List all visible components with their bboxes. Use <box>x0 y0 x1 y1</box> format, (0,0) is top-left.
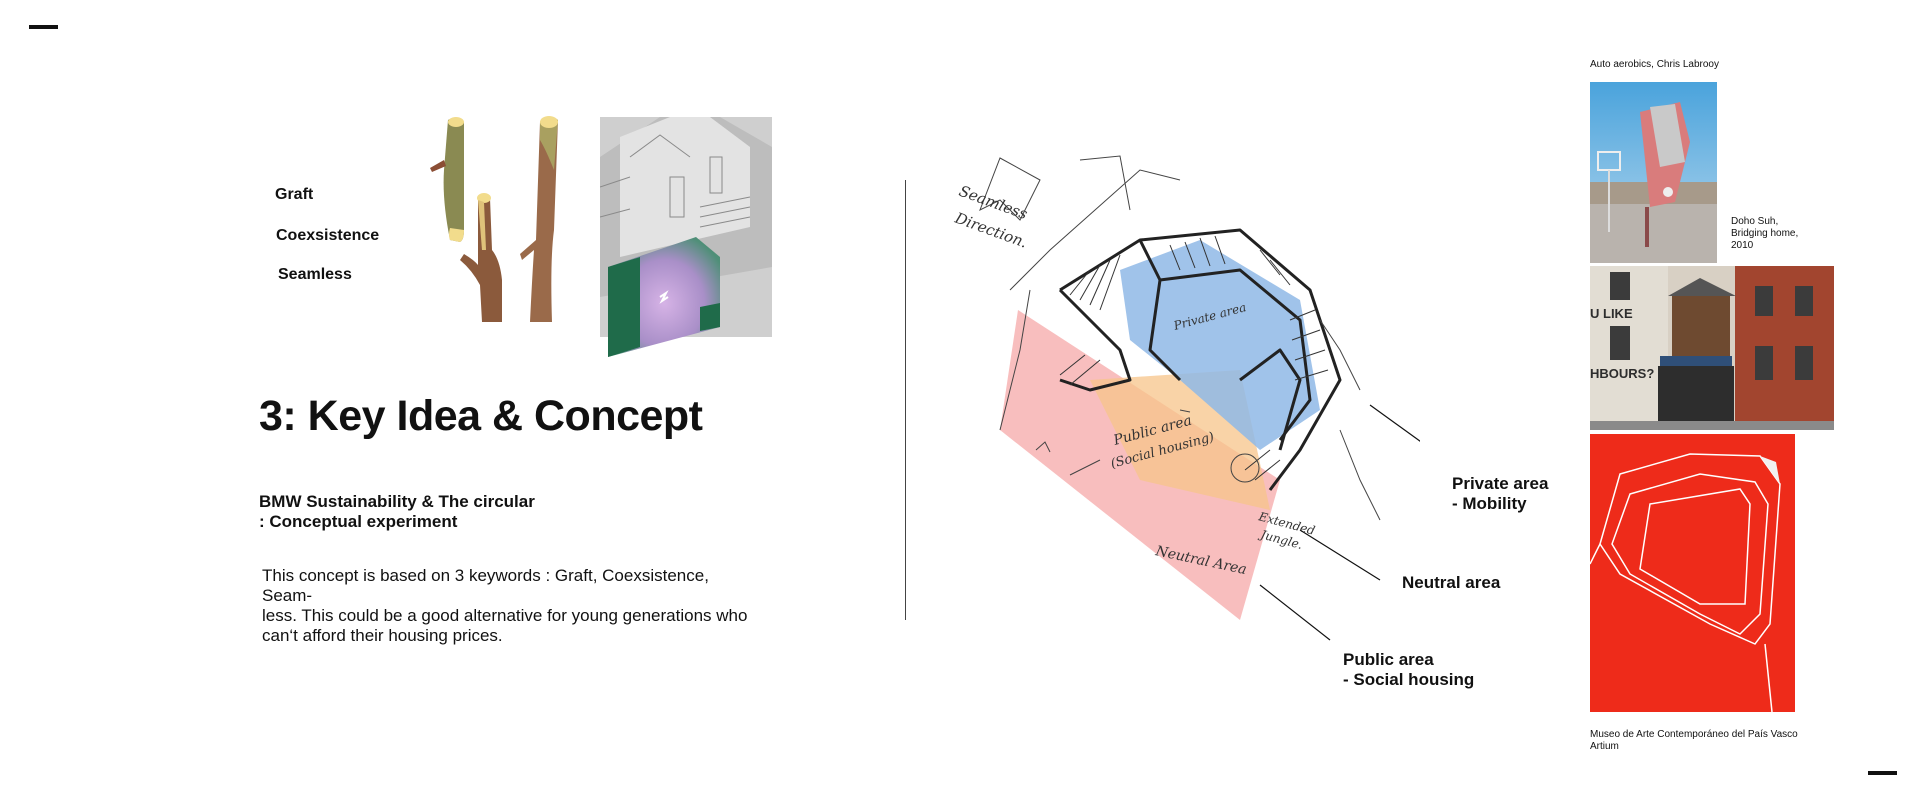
keyword-graft: Graft <box>275 186 314 203</box>
description-line-3: can‘t afford their housing prices. <box>262 626 503 645</box>
keyword-seamless: Seamless <box>278 266 352 283</box>
description-line-2: less. This could be a good alternative f… <box>262 606 748 625</box>
caption-doho-suh-line-1: Doho Suh, <box>1731 216 1779 227</box>
corner-dash-bottom-right <box>1868 771 1897 775</box>
photo-bridging-home: U LIKE HBOURS? <box>1590 266 1834 430</box>
photo-museo-artwork <box>1590 434 1795 712</box>
caption-doho-suh: Doho Suh, Bridging home, 2010 <box>1731 216 1798 252</box>
caption-doho-suh-line-2: Bridging home, <box>1731 228 1799 239</box>
label-neutral-area: Neutral area <box>1402 573 1501 592</box>
keyword-coexsistence: Coexsistence <box>276 227 380 244</box>
wall-text-line-2: HBOURS? <box>1590 366 1654 381</box>
description-line-1: This concept is based on 3 keywords : Gr… <box>262 566 709 605</box>
concept-sketch: Seamless Direction. Private area Public … <box>952 155 1420 641</box>
subtitle-line-2: : Conceptual experiment <box>259 512 458 531</box>
branch-graft-illustration <box>430 116 558 322</box>
caption-doho-suh-line-3: 2010 <box>1731 240 1754 251</box>
vertical-divider <box>905 180 906 620</box>
house-graft-illustration <box>600 117 772 357</box>
corner-dash-top-left <box>29 25 58 29</box>
caption-auto-aerobics: Auto aerobics, Chris Labrooy <box>1590 59 1719 70</box>
label-public-area: Public area - Social housing <box>1343 650 1474 690</box>
subtitle-line-1: BMW Sustainability & The circular <box>259 492 535 511</box>
caption-museo-artium: Museo de Arte Contemporáneo del País Vas… <box>1590 729 1798 753</box>
label-public-area-line-1: Public area <box>1343 650 1434 669</box>
label-public-area-line-2: - Social housing <box>1343 670 1475 689</box>
photo-auto-aerobics <box>1590 82 1717 263</box>
caption-museo-artium-line-1: Museo de Arte Contemporáneo del País Vas… <box>1590 729 1798 740</box>
page-title: 3: Key Idea & Concept <box>259 392 703 440</box>
subtitle: BMW Sustainability & The circular : Conc… <box>259 492 535 532</box>
caption-museo-artium-line-2: Artium <box>1590 741 1619 752</box>
concept-description: This concept is based on 3 keywords : Gr… <box>262 566 762 646</box>
wall-text-line-1: U LIKE <box>1590 306 1633 321</box>
label-private-area: Private area - Mobility <box>1452 474 1548 514</box>
label-private-area-line-1: Private area <box>1452 474 1549 493</box>
label-private-area-line-2: - Mobility <box>1452 494 1527 513</box>
